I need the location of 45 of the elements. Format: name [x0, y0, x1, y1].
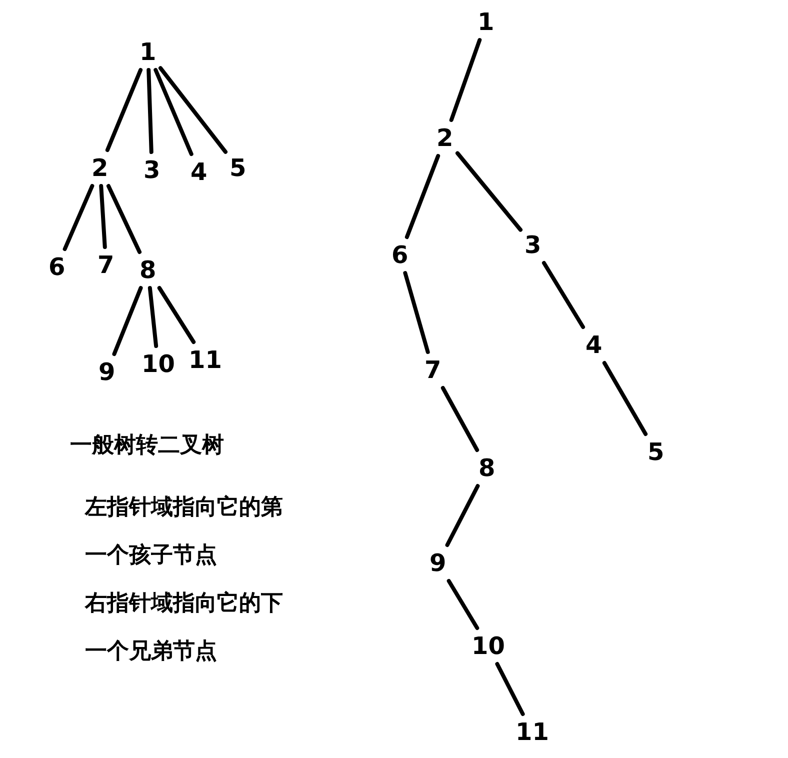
tree-branch-line	[602, 361, 648, 436]
tree-branch-line	[403, 271, 430, 354]
tree-branch-line	[440, 386, 480, 452]
tree-branch-line	[99, 184, 107, 249]
note-text: 右指针域指向它的下一个兄弟节点	[85, 590, 284, 666]
tree-branch-line	[148, 286, 158, 348]
tree-branch-line	[106, 184, 142, 254]
tree-branch-line	[456, 151, 522, 232]
node-number: 2	[92, 154, 108, 182]
node-number: 1	[478, 8, 494, 36]
tree-branch-line	[112, 286, 143, 356]
node-number: 8	[140, 256, 156, 284]
node-number: 5	[230, 154, 246, 182]
tree-branch-line	[542, 261, 586, 329]
node-number: 7	[98, 251, 114, 279]
tree-branch-line	[157, 286, 196, 344]
tree-branch-line	[495, 662, 525, 716]
node-number: 10	[142, 350, 175, 378]
tree-branch-line	[449, 38, 482, 122]
tree-branch-line	[146, 68, 154, 154]
node-number: 3	[144, 156, 160, 184]
tree-branch-line	[62, 184, 94, 251]
tree-branch-line	[446, 579, 480, 630]
node-number: 2	[436, 124, 454, 152]
tree-branch-line	[158, 66, 228, 154]
node-number: 6	[392, 241, 408, 269]
node-number: 4	[586, 331, 602, 359]
title: 一般树转二叉树	[70, 432, 224, 460]
tree-branch-line	[154, 68, 194, 156]
node-number: 9	[98, 358, 116, 386]
node-number: 7	[424, 356, 442, 384]
node-number: 10	[472, 632, 505, 660]
node-number: 11	[188, 346, 222, 374]
node-number: 6	[48, 253, 66, 281]
node-number: 3	[524, 231, 542, 259]
node-number: 8	[478, 454, 496, 482]
node-number: 5	[648, 438, 664, 466]
node-number: 4	[190, 158, 208, 186]
tree-branch-line	[105, 68, 143, 152]
node-number: 9	[430, 549, 446, 577]
node-number: 1	[140, 38, 156, 66]
tree-branch-line	[404, 154, 440, 239]
note-text: 左指针域指向它的第一个孩子节点	[85, 494, 284, 570]
tree-branch-line	[445, 484, 480, 547]
node-number: 11	[516, 718, 549, 746]
